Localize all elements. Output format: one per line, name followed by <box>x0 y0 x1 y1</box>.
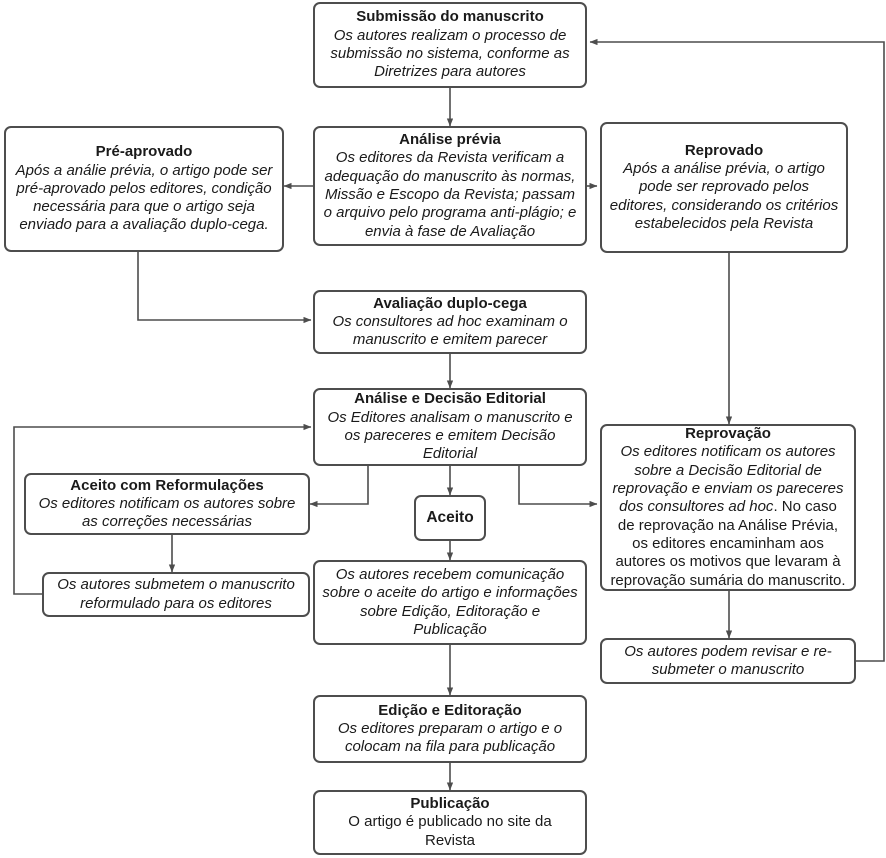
node-comunicacao-aceite[interactable]: Os autores recebem comunicação sobre o a… <box>313 560 587 645</box>
node-pre-aprovado[interactable]: Pré-aprovado Após a análie prévia, o art… <box>4 126 284 252</box>
node-reprovado[interactable]: Reprovado Após a análise prévia, o artig… <box>600 122 848 253</box>
node-body: Os autores submetem o manuscrito reformu… <box>57 576 295 612</box>
node-publicacao[interactable]: Publicação O artigo é publicado no site … <box>313 790 587 855</box>
node-body: Após a análie prévia, o artigo pode ser … <box>15 161 273 234</box>
node-body: Os editores notificam os autores sobre a… <box>609 443 847 589</box>
node-autores-submetem-manuscrito[interactable]: Os autores submetem o manuscrito reformu… <box>42 572 310 617</box>
node-body: Os autores recebem comunicação sobre o a… <box>322 565 578 638</box>
node-title: Reprovado <box>684 141 764 159</box>
node-body: Os editores notificam os autores sobre a… <box>38 494 296 531</box>
node-analise-e-decisao-editorial[interactable]: Análise e Decisão Editorial Os Editores … <box>313 388 587 466</box>
edge-preaprovado-avaliacao <box>137 252 312 324</box>
node-body: Os autores realizam o processo de submis… <box>330 26 570 81</box>
node-title: Reprovação <box>685 425 771 443</box>
node-title: Pré-aprovado <box>95 143 193 161</box>
node-aceito-com-reformulacoes[interactable]: Aceito com Reformulações Os editores not… <box>24 473 310 535</box>
node-title: Aceito com Reformulações <box>70 476 264 494</box>
node-body: Os Editores analisam o manuscrito e os p… <box>327 408 573 463</box>
node-edicao-e-editoracao[interactable]: Edição e Editoração Os editores preparam… <box>313 695 587 763</box>
node-body: Os autores podem revisar e re-submeter o… <box>624 642 832 678</box>
node-reprovacao[interactable]: Reprovação Os editores notificam os auto… <box>600 424 856 591</box>
node-title: Publicação <box>410 795 490 813</box>
node-title: Aceito <box>426 508 474 526</box>
node-title: Edição e Editoração <box>378 701 522 719</box>
edge-decisao-reprovacao <box>518 466 598 508</box>
node-submissao-do-manuscrito[interactable]: Submissão do manuscrito Os autores reali… <box>313 2 587 88</box>
node-body: O artigo é publicado no site da Revista <box>348 813 552 849</box>
node-aceito[interactable]: Aceito <box>414 495 486 541</box>
node-title: Análise e Decisão Editorial <box>354 390 546 408</box>
node-avaliacao-duplo-cega[interactable]: Avaliação duplo-cega Os consultores ad h… <box>313 290 587 354</box>
node-body: Os editores preparam o artigo e o coloca… <box>337 719 563 756</box>
node-body: Os editores da Revista verificam a adequ… <box>323 149 577 240</box>
node-title: Submissão do manuscrito <box>356 8 544 26</box>
node-title: Avaliação duplo-cega <box>373 294 527 312</box>
node-body: Após a análise prévia, o artigo pode ser… <box>609 160 839 232</box>
edge-decisao-reformulacoes <box>309 466 369 508</box>
node-body-plain-part: . No caso de reprovação na Análise Prévi… <box>610 498 846 589</box>
node-body-italic-part: Os editores notificam os autores sobre a… <box>612 443 844 516</box>
node-autores-podem-revisar[interactable]: Os autores podem revisar e re-submeter o… <box>600 638 856 684</box>
node-body: Os consultores ad hoc examinam o manuscr… <box>332 312 568 349</box>
node-analise-previa[interactable]: Análise prévia Os editores da Revista ve… <box>313 126 587 246</box>
node-title: Análise prévia <box>399 131 501 149</box>
